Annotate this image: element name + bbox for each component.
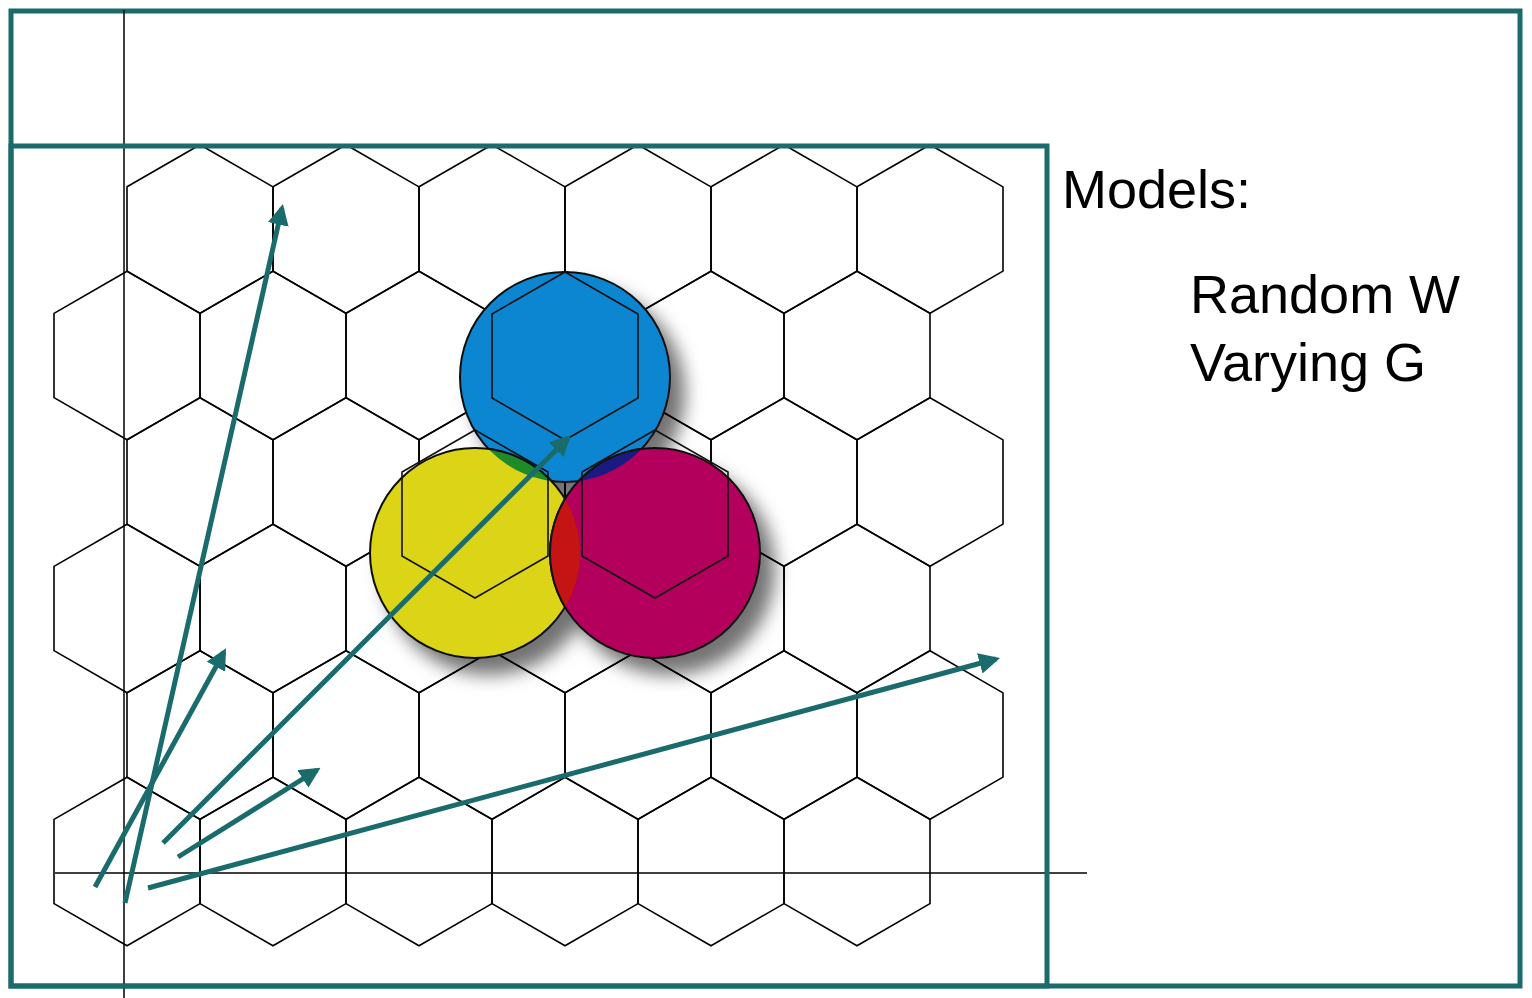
hex-cell: [565, 651, 711, 820]
hex-cell: [273, 145, 419, 314]
hex-cell: [638, 777, 784, 946]
hex-cells: [54, 145, 1003, 946]
move-arrow: [95, 652, 224, 887]
y-axis: [123, 10, 125, 998]
hex-cell: [127, 398, 273, 567]
list-item-text: Random W: [1190, 265, 1460, 324]
heading-text: Models:: [1062, 160, 1251, 219]
hex-cell: [857, 398, 1003, 567]
hex-cell: [492, 777, 638, 946]
hex-cell: [711, 145, 857, 314]
move-arrow: [163, 438, 568, 843]
move-arrow: [178, 770, 317, 857]
hex-cell: [857, 145, 1003, 314]
hex-cell: [711, 651, 857, 820]
cluster-shadow: [370, 272, 760, 658]
hex-cell: [273, 651, 419, 820]
move-arrow: [125, 208, 282, 903]
cell-outline: [402, 272, 728, 598]
hex-cell: [200, 524, 346, 693]
hex-cell: [200, 271, 346, 440]
hex-cell: [54, 271, 200, 440]
move-arrow: [148, 659, 996, 888]
hex-cell: [54, 777, 200, 946]
hex-cell: [127, 145, 273, 314]
hex-cell: [784, 271, 930, 440]
hex-cell: [784, 524, 930, 693]
hex-cell: [784, 777, 930, 946]
list-item-text: Varying G: [1190, 333, 1426, 392]
movement-arrows: [95, 208, 996, 903]
outer-frame: [11, 11, 1520, 986]
hex-cell: [200, 777, 346, 946]
inner-frame: [11, 146, 1047, 986]
